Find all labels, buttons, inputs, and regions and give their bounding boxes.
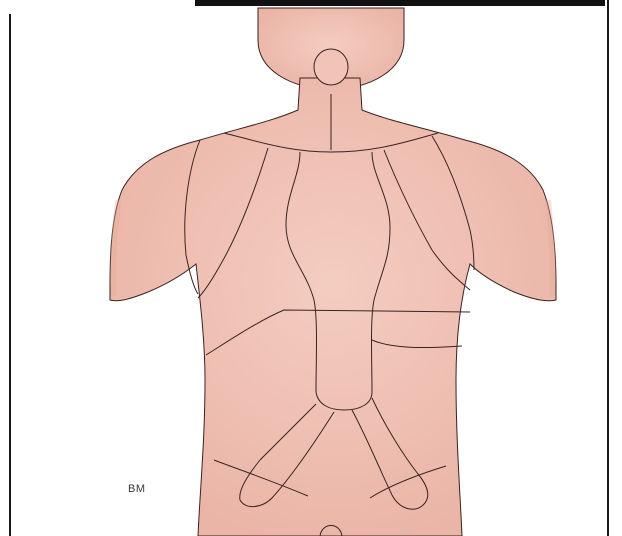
cropped-text-strip (195, 0, 605, 6)
body-silhouette (110, 78, 556, 536)
artist-signature: BM (128, 483, 146, 495)
neck-circle (314, 49, 348, 85)
